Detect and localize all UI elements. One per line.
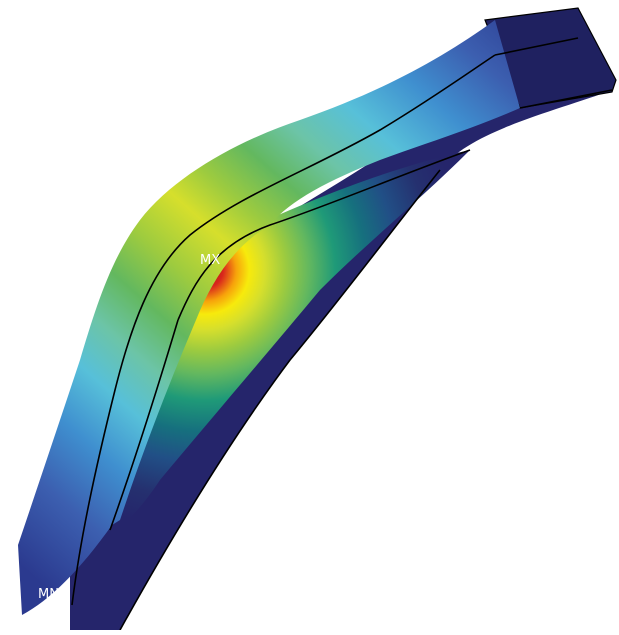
side-face <box>70 60 612 630</box>
model-edges <box>71 37 613 631</box>
min-label: MN <box>38 587 59 602</box>
max-label: MX <box>200 253 220 268</box>
top-contour-face <box>18 20 520 615</box>
